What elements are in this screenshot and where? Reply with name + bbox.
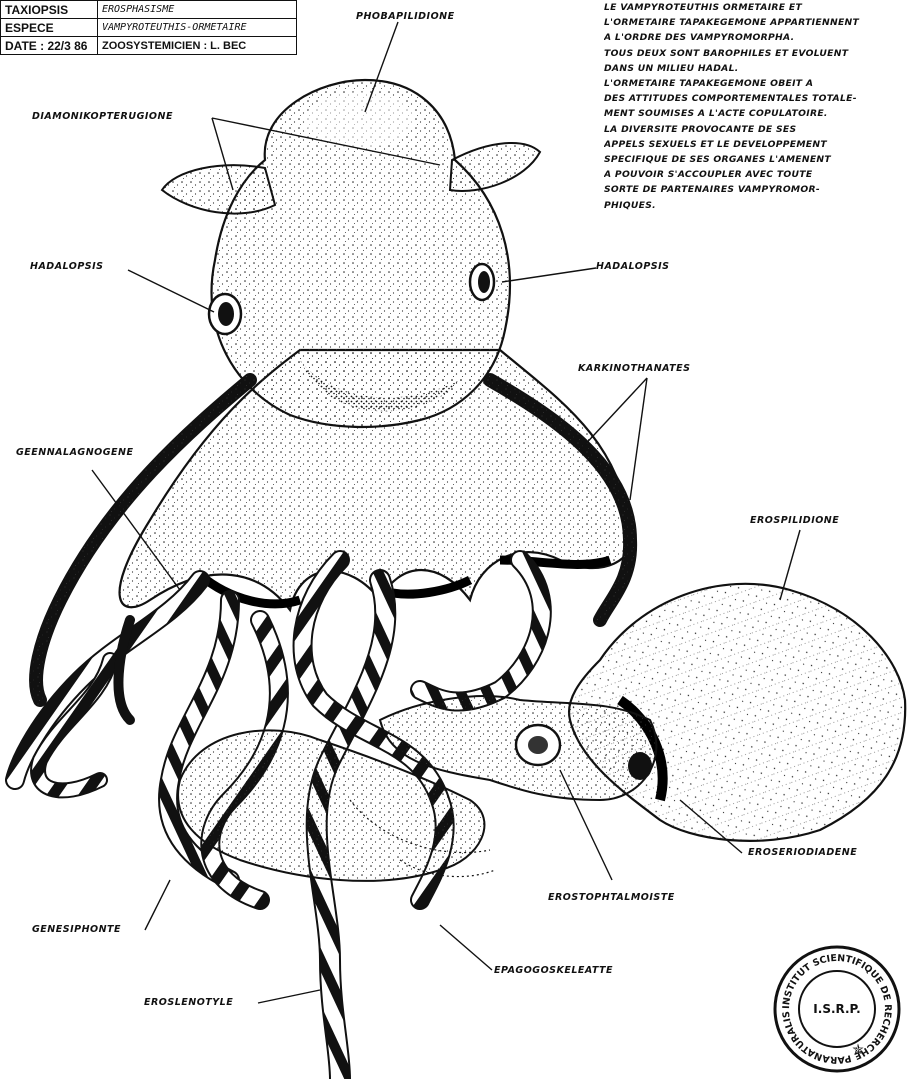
institute-stamp: INSTITUT SCIENTIFIQUE DE RECHERCHE PARAN… (772, 944, 902, 1074)
label-hadalopsis-right: HADALOPSIS (596, 262, 670, 272)
note-line: A POUVOIR S'ACCOUPLER AVEC TOUTE (604, 167, 909, 182)
espece-value: VAMPYROTEUTHIS-ORMETAIRE (98, 19, 297, 37)
label-eroslenotyle: EROSLENOTYLE (144, 998, 233, 1008)
label-epagogoskeleatte: EPAGOGOSKELEATTE (494, 966, 613, 976)
note-line: L'ORMETAIRE TAPAKEGEMONE APPARTIENNENT (604, 15, 909, 30)
handwritten-notes: LE VAMPYROTEUTHIS ORMETAIRE ET L'ORMETAI… (604, 0, 909, 213)
star-icon: ✯ (852, 1042, 864, 1058)
note-line: L'ORMETAIRE TAPAKEGEMONE OBEIT A (604, 76, 909, 91)
table-row: DATE : 22/3 86 ZOOSYSTEMICIEN : L. BEC (1, 37, 297, 55)
mantle (162, 80, 540, 427)
note-line: SORTE DE PARTENAIRES VAMPYROMOR- (604, 182, 909, 197)
label-genesiphonte: GENESIPHONTE (32, 925, 121, 935)
table-row: ESPECE VAMPYROTEUTHIS-ORMETAIRE (1, 19, 297, 37)
note-line: APPELS SEXUELS ET LE DEVELOPPEMENT (604, 137, 909, 152)
stamp-center-text: I.S.R.P. (813, 1002, 860, 1016)
note-line: PHIQUES. (604, 198, 909, 213)
label-eroseriodiadene: EROSERIODIADENE (748, 848, 857, 858)
note-line: MENT SOUMISES A L'ACTE COPULATOIRE. (604, 106, 909, 121)
table-row: TAXIOPSIS EROSPHASISME (1, 1, 297, 19)
label-erospilidione: EROSPILIDIONE (750, 516, 839, 526)
identification-table: TAXIOPSIS EROSPHASISME ESPECE VAMPYROTEU… (0, 0, 297, 55)
label-geennalagnogene: GEENNALAGNOGENE (16, 448, 134, 458)
zoosystemicien-value: ZOOSYSTEMICIEN : L. BEC (98, 37, 297, 55)
espece-key: ESPECE (1, 19, 98, 37)
label-diamonikopterugione: DIAMONIKOPTERUGIONE (32, 112, 173, 122)
note-line: A L'ORDRE DES VAMPYROMORPHA. (604, 30, 909, 45)
label-hadalopsis-left: HADALOPSIS (30, 262, 104, 272)
label-karkinothanates: KARKINOTHANATES (578, 364, 690, 374)
taxiopsis-key: TAXIOPSIS (1, 1, 98, 19)
taxiopsis-value: EROSPHASISME (98, 1, 297, 19)
note-line: TOUS DEUX SONT BAROPHILES ET EVOLUENT (604, 46, 909, 61)
note-line: DANS UN MILIEU HADAL. (604, 61, 909, 76)
note-line: DES ATTITUDES COMPORTEMENTALES TOTALE- (604, 91, 909, 106)
note-line: LA DIVERSITE PROVOCANTE DE SES (604, 122, 909, 137)
label-erostophtalmoiste: EROSTOPHTALMOISTE (548, 893, 675, 903)
note-line: SPECIFIQUE DE SES ORGANES L'AMENENT (604, 152, 909, 167)
date-key: DATE : 22/3 86 (1, 37, 98, 55)
label-phobapilidione: PHOBAPILIDIONE (356, 12, 455, 22)
note-line: LE VAMPYROTEUTHIS ORMETAIRE ET (604, 0, 909, 15)
